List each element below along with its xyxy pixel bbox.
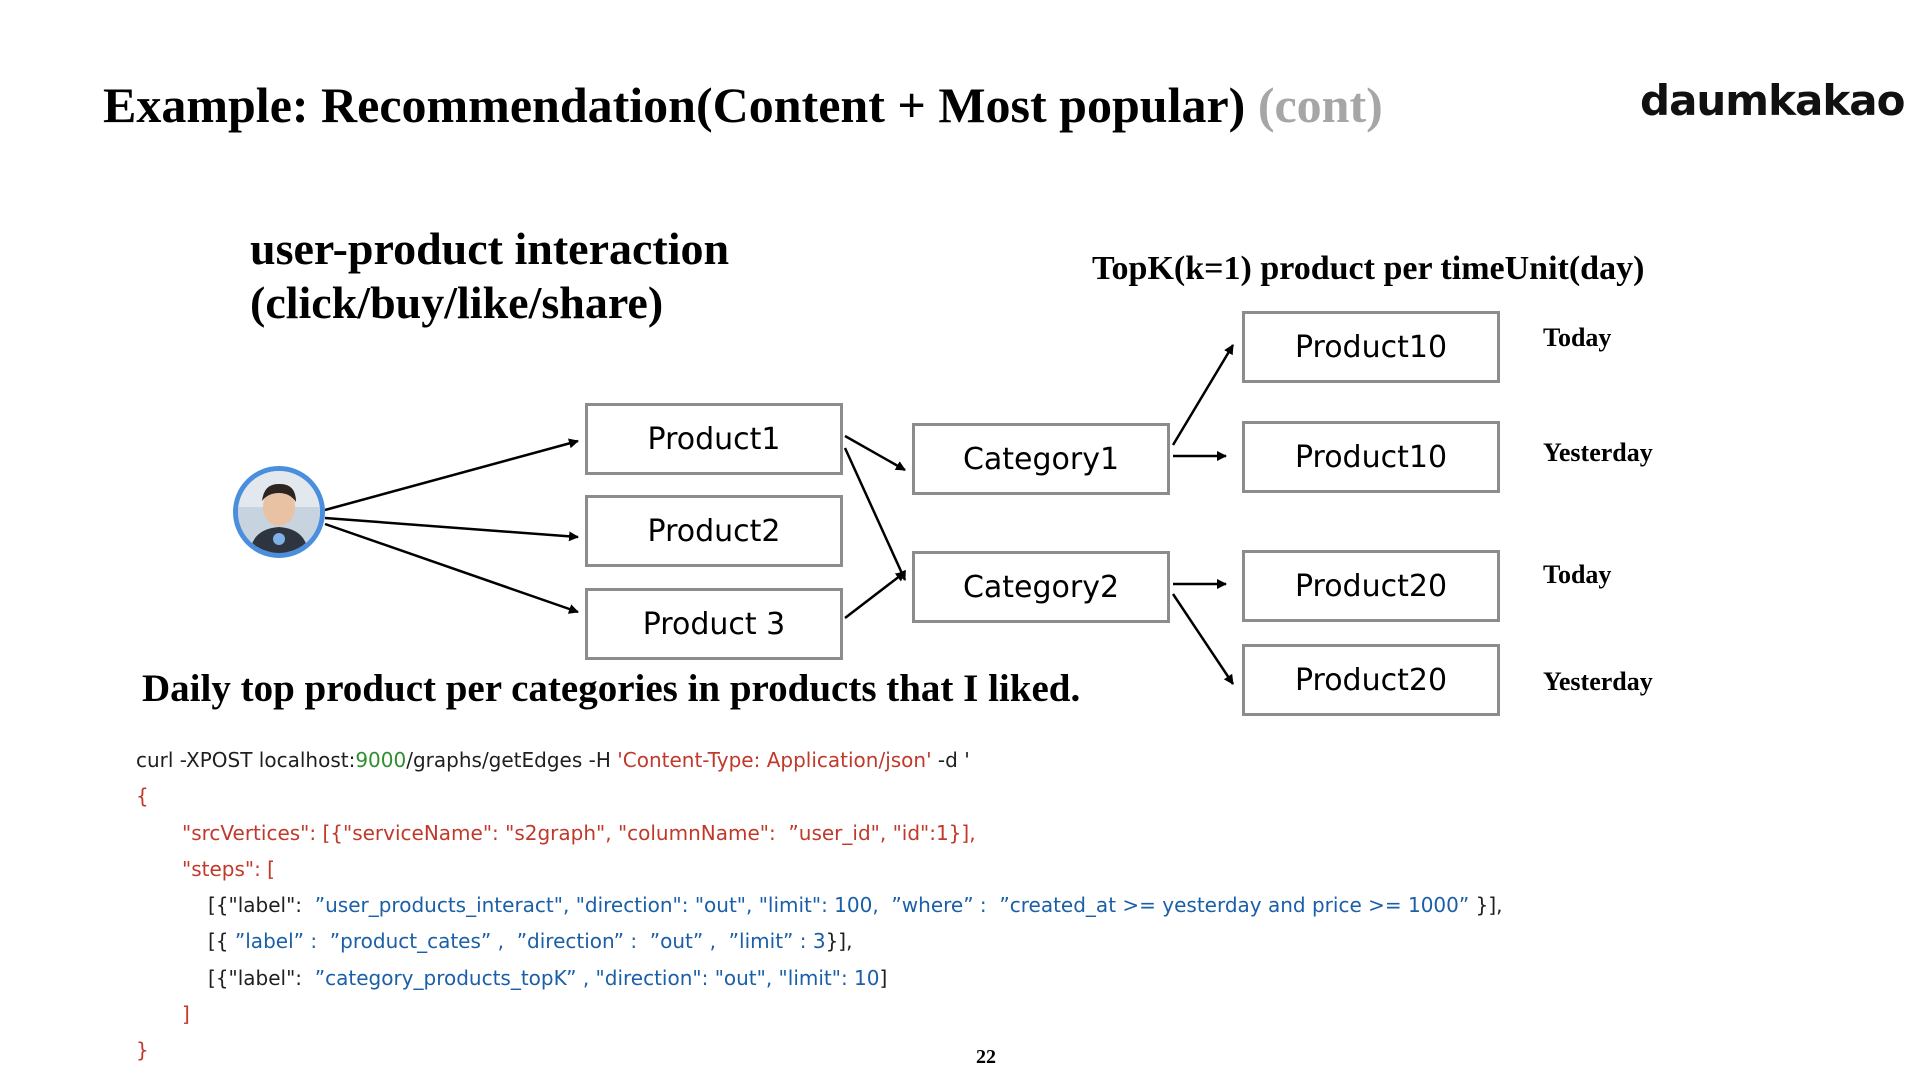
code-line-6-suffix: }],	[825, 929, 853, 954]
code-line-1: curl -XPOST localhost:9000/graphs/getEdg…	[136, 742, 1502, 778]
arrow-product1-category1	[844, 434, 906, 472]
product-box-3: Product 3	[585, 588, 843, 660]
arrow-user-product1	[324, 438, 579, 512]
code-line-6-prefix: [{	[208, 929, 235, 954]
code-line-4: "steps": [	[182, 856, 275, 881]
arrow-product3-category2	[844, 571, 906, 619]
code-line-6: [{ ”label” : ”product_cates” , ”directio…	[136, 923, 1502, 959]
interaction-heading: user-product interaction (click/buy/like…	[250, 222, 729, 330]
diagram-caption: Daily top product per categories in prod…	[142, 667, 1081, 710]
interaction-heading-line1: user-product interaction	[250, 223, 730, 274]
product-label-3: Product 3	[642, 606, 786, 642]
code-port: 9000	[355, 748, 407, 772]
top-product-box-2: Product10	[1242, 421, 1500, 493]
curl-code-block: curl -XPOST localhost:9000/graphs/getEdg…	[136, 742, 1502, 1069]
category-label-1: Category1	[962, 441, 1120, 477]
code-line-7-suffix: ]	[879, 965, 888, 990]
code-line-7-prefix: [{"label":	[208, 965, 315, 990]
product-box-1: Product1	[585, 403, 843, 475]
code-data-flag: -d '	[931, 748, 970, 772]
category-label-2: Category2	[962, 569, 1120, 605]
user-avatar	[233, 466, 325, 558]
code-line-3: "srcVertices": [{"serviceName": "s2graph…	[182, 820, 976, 845]
time-label-today-1: Today	[1543, 323, 1612, 352]
code-line-7: [{"label": ”category_products_topK” , "d…	[136, 960, 1502, 996]
product-label-1: Product1	[647, 421, 781, 457]
arrow-category2-product20-yesterday	[1171, 593, 1235, 685]
code-line-9: }	[136, 1038, 149, 1063]
code-line-8: ]	[182, 1002, 190, 1027]
slide-title-main: Example: Recommendation(Content + Most p…	[103, 77, 1246, 133]
code-line-2: {	[136, 784, 149, 809]
code-line-5-suffix: }],	[1469, 893, 1503, 918]
top-product-label-3: Product20	[1294, 568, 1448, 604]
category-box-1: Category1	[912, 423, 1170, 495]
top-product-box-3: Product20	[1242, 550, 1500, 622]
code-line-5-body: ”user_products_interact", "direction": "…	[314, 893, 1470, 918]
time-label-yesterday-2: Yesterday	[1543, 667, 1653, 696]
top-product-box-4: Product20	[1242, 644, 1500, 716]
arrow-user-product3	[324, 522, 579, 614]
page-number: 22	[976, 1046, 996, 1068]
arrow-product1-category2	[843, 447, 907, 581]
time-label-today-2: Today	[1543, 560, 1612, 589]
top-product-label-4: Product20	[1294, 662, 1448, 698]
arrow-user-product2	[324, 516, 579, 542]
topk-heading: TopK(k=1) product per timeUnit(day)	[1092, 250, 1645, 287]
daumkakao-logo: daumkakao	[1640, 76, 1905, 125]
code-header: 'Content-Type: Application/json'	[617, 748, 932, 772]
time-label-yesterday-1: Yesterday	[1543, 438, 1653, 467]
category-box-2: Category2	[912, 551, 1170, 623]
code-line-5: [{"label": ”user_products_interact", "di…	[136, 887, 1502, 923]
arrow-category1-product10-today	[1171, 344, 1235, 446]
top-product-label-1: Product10	[1294, 329, 1448, 365]
user-avatar-picture	[238, 471, 320, 553]
code-curl-command: curl -XPOST localhost:	[136, 748, 356, 772]
slide-title: Example: Recommendation(Content + Most p…	[103, 76, 1383, 134]
slide-title-suffix: (cont)	[1257, 77, 1383, 133]
top-product-label-2: Product10	[1294, 439, 1448, 475]
code-line-5-prefix: [{"label":	[208, 893, 315, 918]
interaction-heading-line2: (click/buy/like/share)	[250, 277, 664, 328]
product-label-2: Product2	[647, 513, 781, 549]
code-line-7-body: ”category_products_topK” , "direction": …	[314, 965, 880, 990]
top-product-box-1: Product10	[1242, 311, 1500, 383]
product-box-2: Product2	[585, 495, 843, 567]
code-path: /graphs/getEdges -H	[406, 748, 618, 772]
code-line-6-body: ”label” : ”product_cates” , ”direction” …	[234, 929, 826, 954]
